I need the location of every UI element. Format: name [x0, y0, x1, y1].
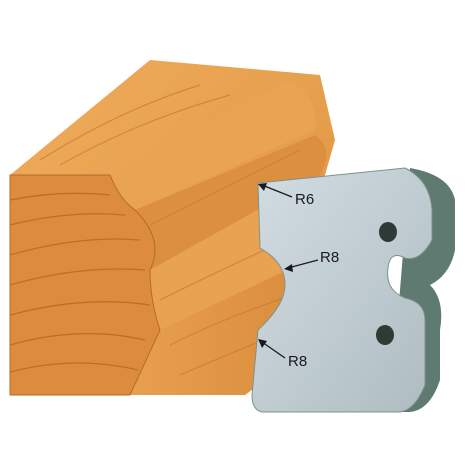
arrow-r6 [261, 184, 293, 198]
wood-upper-bead [110, 80, 316, 210]
arrowhead-r6 [258, 183, 267, 191]
pin-hole-icon [379, 222, 397, 242]
wood-end-face [9, 174, 161, 396]
profile-knife-icon [251, 167, 455, 413]
radius-annotations: R6 R8 R8 [258, 183, 339, 370]
arrow-r8-middle [287, 259, 319, 269]
pin-hole-icon [376, 325, 394, 345]
arrowhead-r8-middle [284, 264, 293, 272]
end-grain-rings [9, 192, 151, 373]
arrow-r8-bottom [261, 341, 286, 359]
label-r8-middle: R8 [320, 249, 339, 266]
arrowhead-r8-bottom [258, 339, 267, 348]
label-r6: R6 [295, 191, 314, 208]
label-r8-bottom: R8 [288, 353, 307, 370]
wood-cove [135, 135, 327, 270]
